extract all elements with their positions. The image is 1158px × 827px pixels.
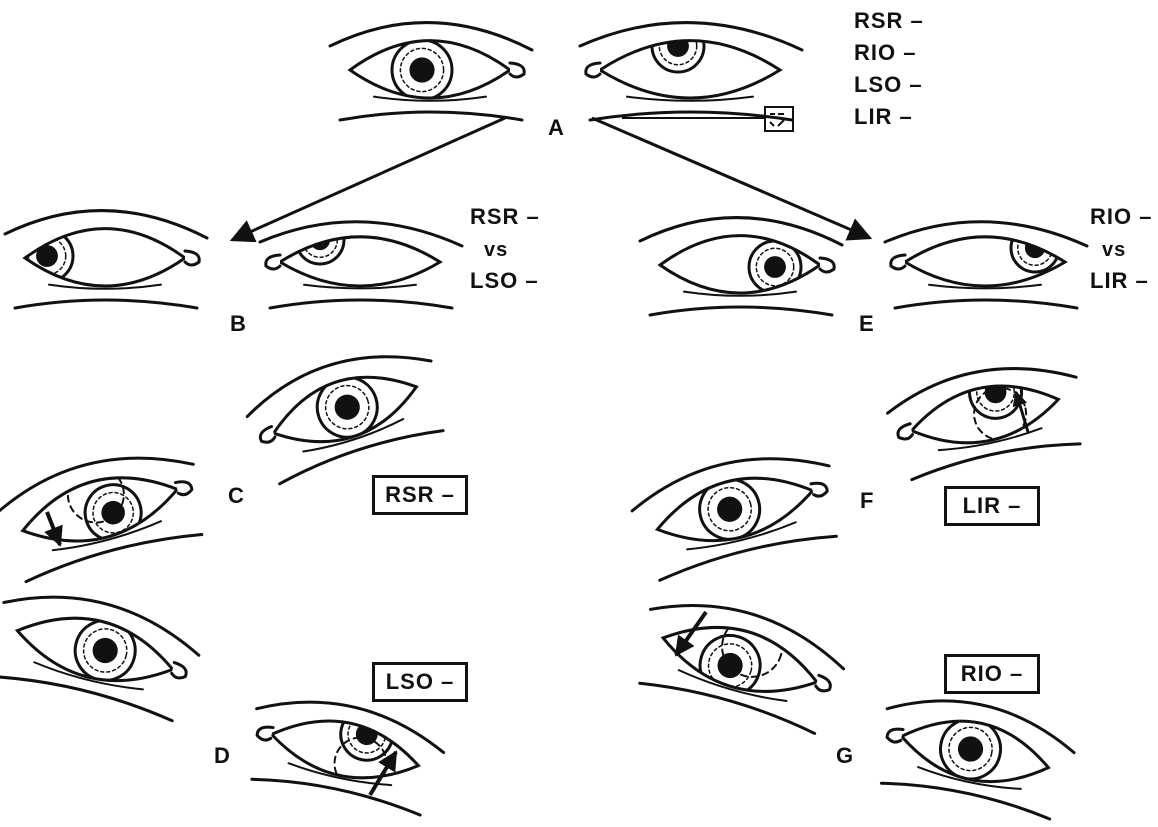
- eye-D-upper: [0, 580, 205, 723]
- eye-A-right: [330, 23, 532, 120]
- eye-F-lower: [626, 439, 846, 582]
- eye-B-left: [260, 216, 462, 308]
- eye-B-right: [5, 211, 207, 308]
- e-pair-bottom: LIR –: [1090, 270, 1149, 292]
- eye-C-upper: [240, 335, 453, 487]
- b-pair-bottom: LSO –: [470, 270, 539, 292]
- box-C: RSR –: [372, 475, 468, 515]
- eye-F-upper: [883, 350, 1090, 482]
- a-list-item: LIR –: [854, 106, 913, 128]
- box-F: LIR –: [944, 486, 1040, 526]
- arrow-to-E: [592, 118, 870, 238]
- e-pair-vs: vs: [1102, 240, 1126, 260]
- eye-C-lower: [0, 438, 211, 584]
- a-list-item: RIO –: [854, 42, 916, 64]
- eye-E-left: [885, 222, 1087, 308]
- eye-G-lower: [872, 686, 1080, 821]
- b-pair-top: RSR –: [470, 206, 540, 228]
- e-pair-top: RIO –: [1090, 206, 1152, 228]
- box-G: RIO –: [944, 654, 1040, 694]
- label-F: F: [860, 490, 874, 512]
- label-C: C: [228, 485, 245, 507]
- eye-A-left: [580, 20, 802, 120]
- label-G: G: [836, 745, 854, 767]
- eye-G-upper: [630, 587, 851, 736]
- label-E: E: [859, 313, 875, 335]
- b-pair-vs: vs: [484, 240, 508, 260]
- eye-E-right: [640, 218, 842, 315]
- label-A: A: [548, 117, 565, 139]
- eye-D-lower: [242, 685, 449, 817]
- label-D: D: [214, 745, 231, 767]
- lens-symbol-icon: [622, 107, 793, 131]
- box-D: LSO –: [372, 662, 468, 702]
- a-list-item: LSO –: [854, 74, 923, 96]
- label-B: B: [230, 313, 247, 335]
- a-list-item: RSR –: [854, 10, 924, 32]
